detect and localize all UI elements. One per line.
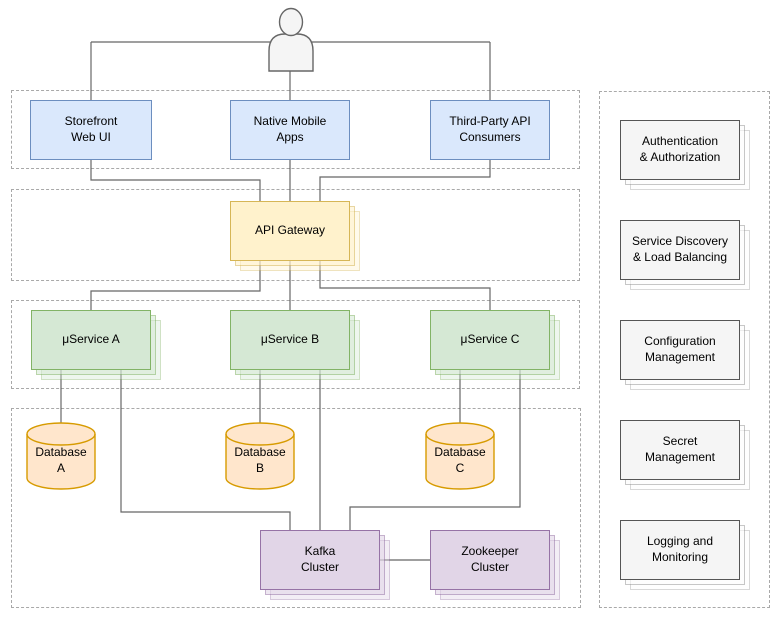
node-label: Database A	[35, 445, 87, 475]
node-label: Third-Party API Consumers	[449, 114, 531, 144]
node-api-gateway: API Gateway	[230, 201, 360, 271]
node-label: Authentication & Authorization	[639, 134, 721, 164]
node-database-a: Database A	[27, 423, 95, 489]
node-database-b: Database B	[226, 423, 294, 489]
node-label: Kafka Cluster	[300, 544, 339, 574]
database-b-cylinder	[225, 422, 295, 490]
node-logging-and-monitoring: Logging and Monitoring	[620, 520, 750, 590]
gateway-group	[11, 189, 580, 281]
node-microservice-c: μService C	[430, 310, 560, 380]
node-native-mobile-apps: Native Mobile Apps	[230, 100, 350, 160]
edges	[60, 41, 521, 561]
edge-storefront-gateway	[90, 160, 261, 201]
clients-group	[11, 90, 580, 169]
user-icon	[268, 7, 314, 72]
edge-service-a-kafka	[120, 370, 291, 530]
node-label: Zookeeper Cluster	[461, 544, 519, 574]
node-label: Storefront Web UI	[64, 114, 118, 144]
node-storefront-web-ui: Storefront Web UI	[30, 100, 152, 160]
node-label: API Gateway	[254, 223, 326, 238]
node-label: Database B	[234, 445, 286, 475]
node-configuration-management: Configuration Management	[620, 320, 750, 390]
node-service-discovery-load-balancing: Service Discovery & Load Balancing	[620, 220, 750, 290]
node-label: μService C	[460, 332, 520, 347]
services-group	[11, 300, 580, 389]
node-secret-management: Secret Management	[620, 420, 750, 490]
node-label: Logging and Monitoring	[646, 534, 714, 564]
node-label: Database C	[434, 445, 486, 475]
node-label: Native Mobile Apps	[253, 114, 327, 144]
edge-gateway-service-c	[319, 261, 491, 310]
database-c-cylinder	[425, 422, 495, 490]
node-label: Configuration Management	[644, 334, 716, 364]
node-kafka-cluster: Kafka Cluster	[260, 530, 390, 600]
node-label: Service Discovery & Load Balancing	[631, 234, 729, 264]
node-label: μService B	[260, 332, 320, 347]
node-label: μService A	[62, 332, 120, 347]
node-microservice-b: μService B	[230, 310, 360, 380]
data-group	[11, 408, 581, 608]
node-microservice-a: μService A	[31, 310, 161, 380]
edge-gateway-service-a	[90, 261, 261, 310]
node-zookeeper-cluster: Zookeeper Cluster	[430, 530, 560, 600]
edge-service-c-kafka	[349, 370, 521, 530]
node-third-party-api-consumers: Third-Party API Consumers	[430, 100, 550, 160]
node-database-c: Database C	[426, 423, 494, 489]
node-label: Secret Management	[644, 434, 716, 464]
database-a-cylinder	[26, 422, 96, 490]
node-authentication-authorization: Authentication & Authorization	[620, 120, 750, 190]
edge-thirdparty-gateway	[319, 160, 491, 201]
ops-group	[599, 91, 770, 608]
